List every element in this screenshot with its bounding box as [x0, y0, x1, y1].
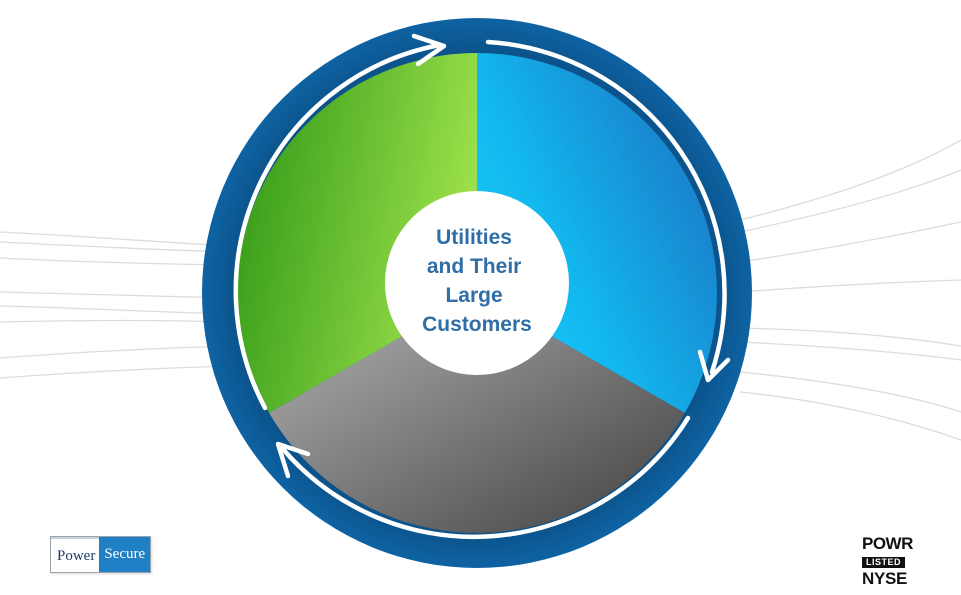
- nyse-listed-logo: POWR LISTED NYSE: [862, 535, 918, 587]
- gray-segment: [269, 293, 685, 533]
- nyse-listed-badge: LISTED: [862, 557, 906, 568]
- arrowhead-top: [411, 33, 447, 67]
- cycle-arrows: [233, 33, 731, 540]
- arrow-arc-top: [233, 42, 443, 411]
- background-lines: [0, 139, 961, 441]
- center-label-line-1: Utilities: [436, 226, 512, 249]
- arrowhead-left: [275, 441, 311, 479]
- arrow-arc-bottom: [279, 415, 691, 540]
- nyse-ticker: POWR: [862, 534, 913, 553]
- logo-secure-text: Secure: [99, 537, 151, 572]
- center-circle: [385, 191, 569, 375]
- nyse-exchange: NYSE: [862, 569, 908, 588]
- arrow-arc-right: [485, 39, 727, 375]
- center-label-line-4: Customers: [422, 313, 532, 336]
- powersecure-logo: Power Secure: [50, 536, 152, 573]
- center-label-line-2: and Their: [427, 255, 522, 278]
- arrowhead-right: [697, 349, 731, 383]
- logo-power-text: Power: [51, 537, 100, 572]
- center-label-line-3: Large: [445, 284, 502, 307]
- center-label: Utilities and Their Large Customers: [422, 226, 532, 336]
